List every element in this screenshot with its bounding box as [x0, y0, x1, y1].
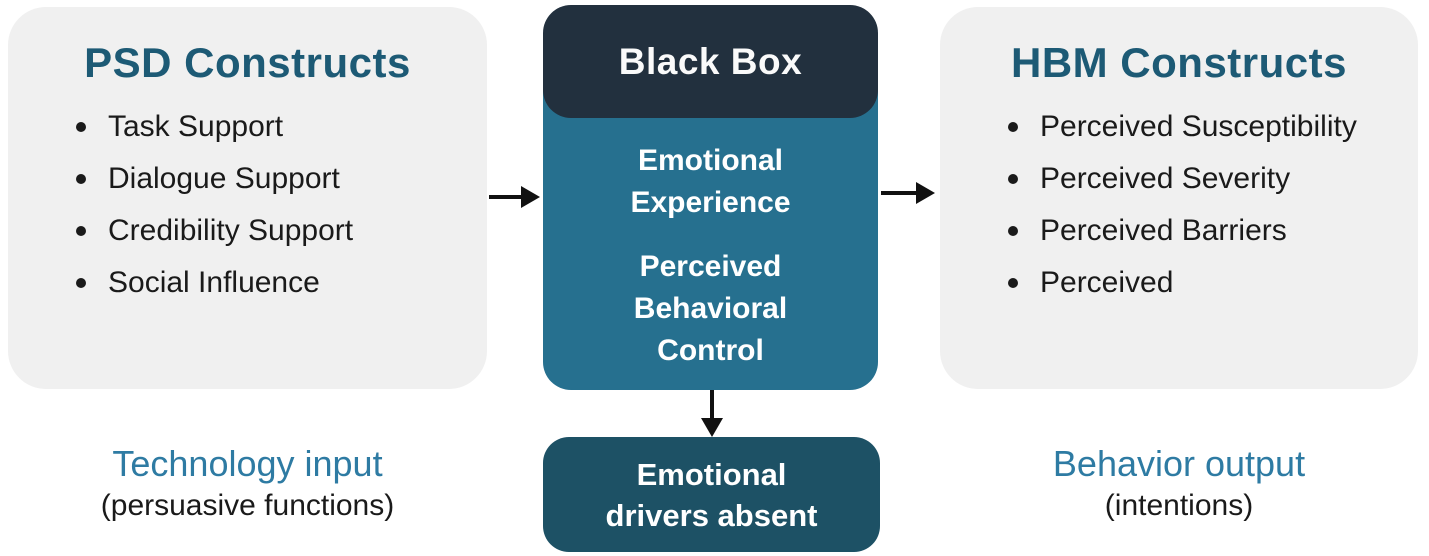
- behavior-output-subtitle: (intentions): [1104, 489, 1254, 522]
- arrow-shaft: [489, 195, 523, 199]
- black-box-item: Emotional Experience: [630, 144, 791, 219]
- psd-constructs-list: Task Support Dialogue Support Credibilit…: [8, 101, 487, 309]
- list-item: Perceived Barriers: [1006, 205, 1418, 257]
- arrow-head: [701, 418, 723, 437]
- list-item: Perceived Susceptibility: [1006, 101, 1418, 153]
- behavior-output-caption: Behavior output (intentions): [940, 442, 1418, 526]
- black-box-item: Perceived Behavioral Control: [633, 250, 788, 367]
- list-item: Credibility Support: [74, 205, 487, 257]
- arrow-head: [916, 182, 935, 204]
- black-box-content: Emotional Experience Perceived Behaviora…: [543, 140, 878, 372]
- list-item: Perceived Severity: [1006, 153, 1418, 205]
- list-item: Dialogue Support: [74, 153, 487, 205]
- technology-input-title: Technology input: [112, 443, 383, 484]
- black-box-title: Black Box: [618, 40, 803, 82]
- emotional-drivers-absent-box: Emotional drivers absent: [543, 437, 880, 552]
- technology-input-caption: Technology input (persuasive functions): [8, 442, 487, 526]
- hbm-constructs-title: HBM Constructs: [1010, 39, 1347, 86]
- arrow-head: [521, 186, 540, 208]
- arrow-shaft: [710, 390, 714, 422]
- arrow-shaft: [881, 191, 918, 195]
- arrow-down-icon: [700, 390, 724, 437]
- black-box-header: Black Box: [543, 5, 878, 118]
- behavior-output-title: Behavior output: [1052, 443, 1306, 484]
- list-item: Perceived: [1006, 257, 1418, 309]
- list-item: Social Influence: [74, 257, 487, 309]
- emotional-drivers-absent-label: Emotional drivers absent: [605, 456, 818, 533]
- list-item: Task Support: [74, 101, 487, 153]
- hbm-constructs-list: Perceived Susceptibility Perceived Sever…: [940, 101, 1418, 309]
- psd-constructs-panel: PSD Constructs Task Support Dialogue Sup…: [8, 7, 487, 389]
- psd-constructs-title: PSD Constructs: [84, 39, 411, 86]
- hbm-constructs-panel: HBM Constructs Perceived Susceptibility …: [940, 7, 1418, 389]
- technology-input-subtitle: (persuasive functions): [100, 489, 395, 522]
